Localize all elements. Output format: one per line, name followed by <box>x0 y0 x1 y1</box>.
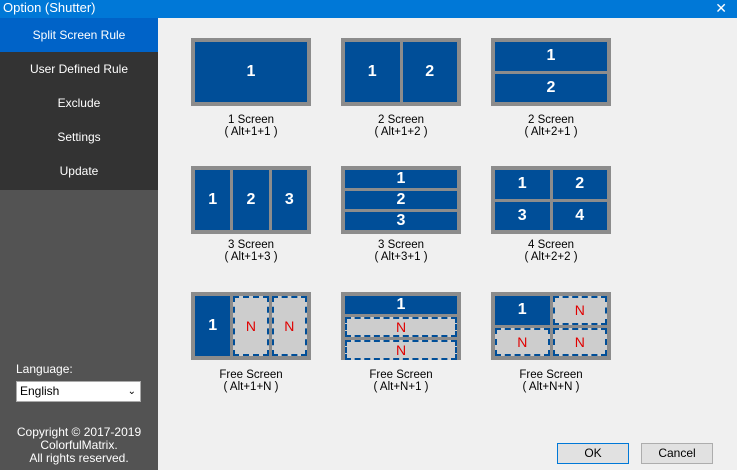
tile-name: 3 Screen <box>227 239 275 251</box>
screen-pane: 1 <box>195 42 307 102</box>
tile-name: 4 Screen <box>527 239 575 251</box>
screen-pane: 2 <box>345 191 457 209</box>
screen-pane: 2 <box>552 170 607 199</box>
tile-caption: 4 Screen( Alt+2+2 ) <box>471 239 631 263</box>
screen-pane: 1 <box>345 296 457 314</box>
copyright: Copyright © 2017-2019 ColorfulMatrix. Al… <box>0 426 158 465</box>
tile-caption: 3 Screen( Alt+3+1 ) <box>321 239 481 263</box>
screen-pane: 1 <box>195 296 231 356</box>
tile-caption: 2 Screen( Alt+2+1 ) <box>471 114 631 138</box>
title-bar: Option (Shutter) ✕ <box>0 0 737 18</box>
sidebar: Split Screen Rule User Defined Rule Excl… <box>0 18 158 470</box>
tile-name: 1 Screen <box>227 114 275 126</box>
sidebar-item-settings[interactable]: Settings <box>57 130 101 144</box>
screen-pane: 3 <box>495 201 550 230</box>
tile-name: Free Screen <box>519 369 583 381</box>
tile-caption: Free Screen( Alt+1+N ) <box>171 369 331 393</box>
language-label: Language: <box>16 362 73 376</box>
sidebar-item-split-screen-rule[interactable]: Split Screen Rule <box>0 18 158 52</box>
screen-pane: 1 <box>495 170 550 199</box>
tile-caption: 1 Screen( Alt+1+1 ) <box>171 114 331 138</box>
screen-pane: 2 <box>402 42 457 102</box>
sidebar-item-user-defined-rule[interactable]: User Defined Rule <box>29 62 129 76</box>
screen-pane: 4 <box>552 201 607 230</box>
screen-pane: 2 <box>495 73 607 102</box>
screen-pane: 1 <box>345 42 400 102</box>
free-pane: N <box>345 317 457 337</box>
free-pane: N <box>552 296 607 325</box>
copyright-line: All rights reserved. <box>29 451 129 465</box>
language-select[interactable]: English ⌄ <box>16 381 141 402</box>
sidebar-item-exclude[interactable]: Exclude <box>57 96 101 110</box>
layout-tile-1-screen[interactable]: 1 <box>191 38 311 106</box>
screen-pane: 3 <box>271 170 307 230</box>
copyright-line: Copyright © 2017-2019 <box>16 425 142 439</box>
screen-pane: 3 <box>345 212 457 230</box>
layout-tile-3-screen-horizontal[interactable]: 1 2 3 <box>341 166 461 234</box>
tile-shortcut: ( Alt+3+1 ) <box>374 251 428 263</box>
free-pane: N <box>271 296 307 356</box>
screen-pane: 1 <box>195 170 231 230</box>
tile-name: Free Screen <box>219 369 283 381</box>
language-value: English <box>20 384 60 398</box>
tile-caption: Free Screen( Alt+N+N ) <box>471 369 631 393</box>
tile-caption: Free Screen( Alt+N+1 ) <box>321 369 481 393</box>
screen-pane: 1 <box>345 170 457 188</box>
cancel-button[interactable]: Cancel <box>641 443 713 464</box>
tile-shortcut: ( Alt+1+N ) <box>223 381 279 393</box>
screen-pane: 1 <box>495 42 607 71</box>
tile-shortcut: ( Alt+N+1 ) <box>373 381 429 393</box>
free-pane: N <box>495 327 550 356</box>
tile-name: Free Screen <box>369 369 433 381</box>
tile-name: 2 Screen <box>377 114 425 126</box>
tile-shortcut: ( Alt+2+2 ) <box>524 251 578 263</box>
tile-shortcut: ( Alt+1+2 ) <box>374 126 428 138</box>
sidebar-nav: Split Screen Rule User Defined Rule Excl… <box>0 18 158 190</box>
tile-caption: 3 Screen( Alt+1+3 ) <box>171 239 331 263</box>
free-pane: N <box>233 296 269 356</box>
tile-shortcut: ( Alt+2+1 ) <box>524 126 578 138</box>
tile-shortcut: ( Alt+N+N ) <box>522 381 580 393</box>
close-icon[interactable]: ✕ <box>715 0 727 16</box>
free-pane: N <box>552 327 607 356</box>
ok-button[interactable]: OK <box>557 443 629 464</box>
tile-caption: 2 Screen( Alt+1+2 ) <box>321 114 481 138</box>
window-title: Option (Shutter) <box>3 0 96 15</box>
free-pane: N <box>345 340 457 360</box>
tile-shortcut: ( Alt+1+3 ) <box>224 251 278 263</box>
tile-shortcut: ( Alt+1+1 ) <box>224 126 278 138</box>
tile-name: 2 Screen <box>527 114 575 126</box>
copyright-line: ColorfulMatrix. <box>40 438 118 452</box>
sidebar-item-update[interactable]: Update <box>59 164 99 178</box>
screen-pane: 2 <box>233 170 269 230</box>
chevron-down-icon: ⌄ <box>127 386 136 397</box>
screen-pane: 1 <box>495 296 550 325</box>
tile-name: 3 Screen <box>377 239 425 251</box>
